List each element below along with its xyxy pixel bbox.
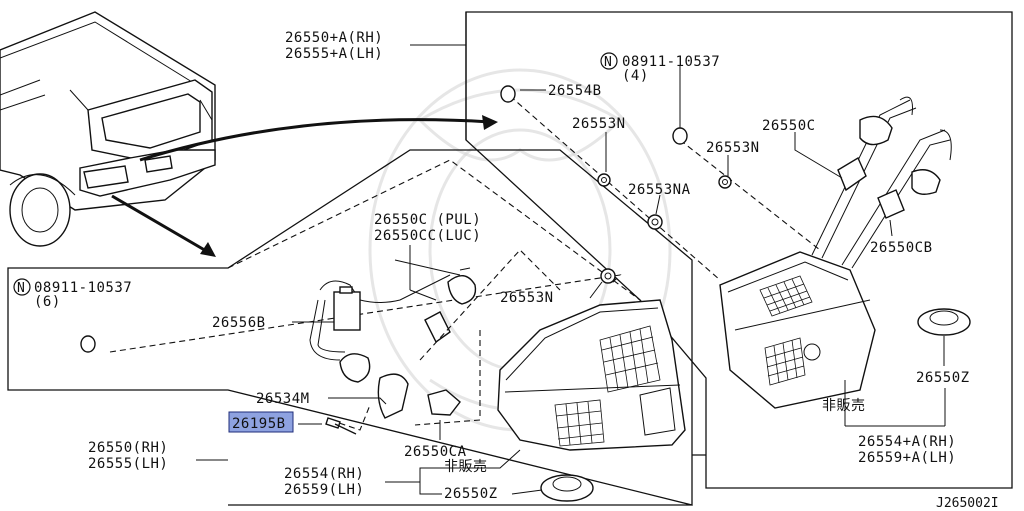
wiring-harness-left	[80, 249, 561, 435]
assembly-dash-lines	[109, 95, 821, 353]
label-26553na[interactable]: 26553NA	[628, 182, 691, 198]
label-26534m[interactable]: 26534M	[256, 391, 310, 407]
selected-part-highlight[interactable]	[228, 411, 294, 433]
label-26550z-a[interactable]: 26550Z	[916, 370, 970, 386]
diagram-code: J265002I	[936, 496, 999, 511]
label-26554a-rh[interactable]: 26554+A(RH)	[858, 434, 956, 450]
label-not-sold-a: 非販売	[444, 459, 488, 475]
label-main-rh[interactable]: 26550(RH)	[88, 440, 168, 456]
part-labels: 26550+A(RH) 26555+A(LH) 08911-10537 (4) …	[34, 30, 999, 511]
label-nut-left-qty: (6)	[34, 294, 61, 310]
label-outer-lh[interactable]: 26555+A(LH)	[285, 46, 383, 62]
inner-combination-lamp	[719, 96, 952, 409]
label-26550ca[interactable]: 26550CA	[404, 444, 467, 460]
grommets-right	[500, 85, 971, 336]
pointer-arrows	[111, 115, 498, 257]
label-26556b[interactable]: 26556B	[212, 315, 266, 331]
label-nut-left[interactable]: 08911-10537	[34, 280, 132, 296]
n-symbol-top: N	[600, 52, 618, 70]
label-nut-top-qty: (4)	[622, 68, 649, 84]
label-not-sold-b: 非販売	[822, 398, 866, 414]
label-26550cb[interactable]: 26550CB	[870, 240, 933, 256]
label-26559a-lh[interactable]: 26559+A(LH)	[858, 450, 956, 466]
label-26554-rh[interactable]: 26554(RH)	[284, 466, 364, 482]
label-outer-rh[interactable]: 26550+A(RH)	[285, 30, 383, 46]
svg-text:N: N	[17, 281, 25, 296]
leader-lines	[196, 44, 946, 495]
outer-combination-lamp	[497, 299, 686, 502]
label-26550c-pul[interactable]: 26550C (PUL)	[374, 212, 481, 228]
label-26195b[interactable]: 26195B	[232, 416, 286, 432]
label-nut-top[interactable]: 08911-10537	[622, 54, 720, 70]
svg-text:N: N	[604, 55, 612, 70]
label-26553n-mid[interactable]: 26553N	[500, 290, 554, 306]
label-26559-lh[interactable]: 26559(LH)	[284, 482, 364, 498]
label-26550c-top[interactable]: 26550C	[762, 118, 816, 134]
label-26550z-b[interactable]: 26550Z	[444, 486, 498, 502]
label-26553n-b[interactable]: 26553N	[706, 140, 760, 156]
label-main-lh[interactable]: 26555(LH)	[88, 456, 168, 472]
label-26550cc-luc[interactable]: 26550CC(LUC)	[374, 228, 481, 244]
label-26553n-a[interactable]: 26553N	[572, 116, 626, 132]
vehicle-rear-illustration	[0, 11, 216, 247]
n-symbol-left: N	[13, 278, 31, 296]
label-26554b[interactable]: 26554B	[548, 83, 602, 99]
